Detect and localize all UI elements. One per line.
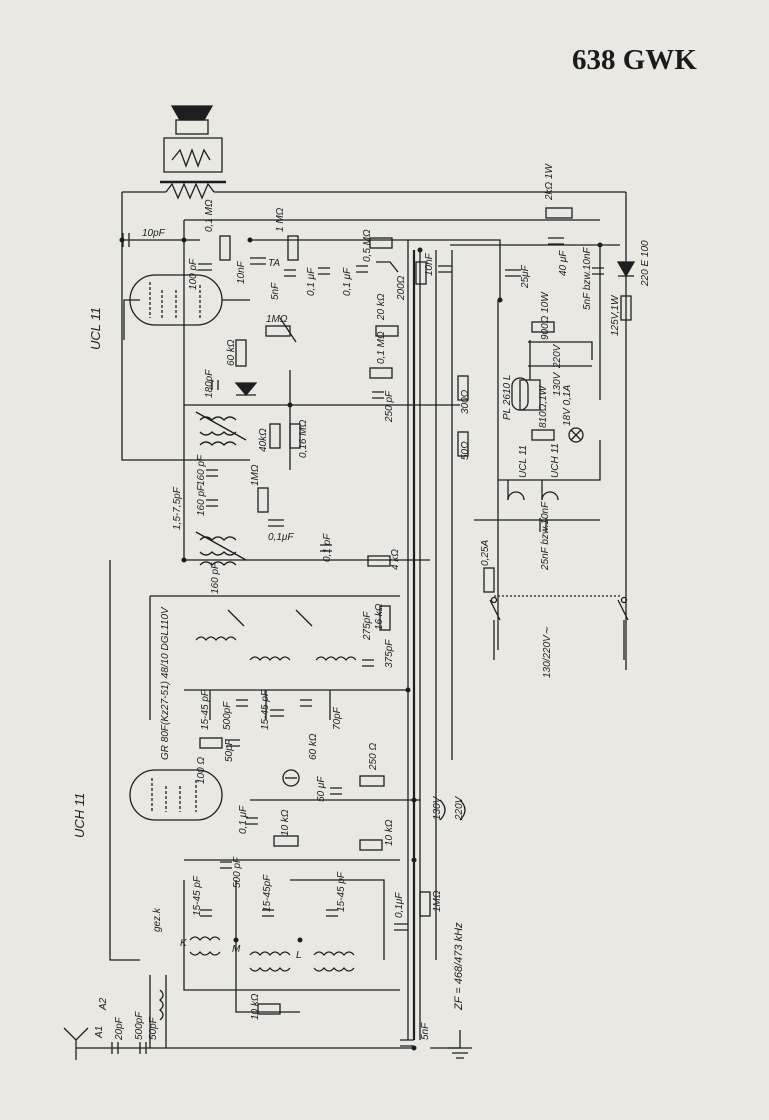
- label-c-275: 275pF: [362, 611, 373, 641]
- label-c-25nf: 25nF bzw.10nF: [540, 501, 551, 571]
- label-ucl11-heater: UCL 11: [518, 445, 529, 478]
- label-c-50-a: 50pF: [224, 738, 235, 762]
- label-rectifier: 220 E 100: [640, 240, 651, 287]
- label-c-160-a: 160 pF: [196, 454, 207, 486]
- label-c-5nf-10nf: 5nF bzw.10nF: [582, 246, 593, 310]
- label-r-10k-c: 10 kΩ: [250, 993, 261, 1020]
- label-uch11-heater: UCH 11: [550, 443, 561, 478]
- label-r-05m: 0,5 MΩ: [362, 229, 373, 262]
- label-gezk: gez.k: [152, 907, 163, 932]
- label-c-5nf-b: 5nF: [420, 1022, 431, 1040]
- label-r-40k: 40kΩ: [258, 428, 269, 452]
- label-lamp: 18V 0,1A: [562, 385, 573, 426]
- label-c-1545-e: 15-45 pF: [336, 871, 347, 912]
- label-v220-b: 220V: [454, 795, 465, 821]
- label-r-016m: 0,16 MΩ: [298, 419, 309, 458]
- label-r-50: 50Ω: [460, 441, 471, 460]
- label-c-01pf: 0,1 pF: [322, 533, 333, 562]
- label-ta: TA: [268, 258, 280, 269]
- label-band-l: L: [296, 950, 302, 961]
- label-c-01uf-a: 0,1 μF: [306, 267, 317, 296]
- antenna-icon: [63, 1027, 89, 1060]
- label-c-50uf: 50 μF: [316, 776, 327, 802]
- label-c-50-b: 50pF: [148, 1016, 159, 1040]
- label-r-60k-b: 60 kΩ: [308, 733, 319, 760]
- tuning-indicator-icon: [282, 769, 300, 787]
- label-rectifier-mixer: GR 80F(Kz27-51) 48/10 DGL110V: [160, 606, 171, 760]
- label-c-trim: 1,5-7,5pF: [172, 486, 183, 530]
- label-v130: 130V: [552, 371, 563, 396]
- label-c-40uf: 40 μF: [558, 250, 569, 276]
- label-r-10k-a: 10 kΩ: [280, 809, 291, 836]
- label-c-100pf: 100 pF: [188, 258, 199, 290]
- ground-icon: [448, 1030, 472, 1059]
- label-mains: 130/220V∼: [542, 626, 553, 678]
- label-c-1545-a: 15-45 pF: [200, 689, 211, 730]
- label-r-2k: 2kΩ 1W: [544, 162, 555, 201]
- label-band-m: M: [232, 944, 241, 955]
- label-c-01uf-osc: 0,1μF: [394, 892, 405, 918]
- label-r-01m: 0,1 MΩ: [204, 199, 215, 232]
- label-r-60k: 60 kΩ: [226, 339, 237, 366]
- label-r-200: 200Ω: [396, 275, 407, 301]
- label-c-160-b: 160 pF: [196, 484, 207, 516]
- label-c-1545-d: 15-45pF: [262, 874, 273, 912]
- label-c-70: 70pF: [332, 706, 343, 730]
- label-r-1m-vol: 1MΩ: [266, 314, 288, 325]
- label-band-k: K: [180, 938, 188, 949]
- label-r-1m-if: 1MΩ: [250, 464, 261, 486]
- label-c-500-b: 500 pF: [232, 856, 243, 888]
- label-c-01uf-b: 0,1 μF: [342, 267, 353, 296]
- label-c-10nf-b: 10nF: [424, 252, 435, 276]
- label-c-20pf: 20pF: [114, 1016, 125, 1041]
- if-transformer-2: [195, 411, 247, 446]
- label-c-5nf: 5nF: [270, 282, 281, 300]
- resistor-2k: [545, 207, 573, 219]
- tube-ucl11-symbol: [123, 274, 250, 340]
- label-v220: 220V: [552, 343, 563, 369]
- label-r-20k: 20 kΩ: [376, 293, 387, 321]
- label-fuse-125: 125V,1W: [610, 294, 621, 336]
- label-r-300: 300Ω: [460, 389, 471, 414]
- label-fuse-025: 0,25A: [480, 540, 491, 566]
- pilot-lamp-pl2610: [511, 377, 529, 411]
- label-pl2610: PL 2610 L: [502, 375, 513, 420]
- label-antenna-a1: A1: [94, 1026, 105, 1039]
- if-transformer-1: [195, 531, 247, 566]
- label-c-01uf-m: 0,1 μF: [238, 805, 249, 834]
- label-c-500-c: 500pF: [134, 1011, 145, 1040]
- label-antenna-a2: A2: [98, 997, 109, 1011]
- label-r-01m-mid: 0,1 MΩ: [376, 331, 387, 364]
- label-r-810: 810Ω,1W: [538, 384, 549, 428]
- model-title: 638 GWK: [572, 44, 697, 76]
- label-r-1m-osc: 1MΩ: [432, 890, 443, 912]
- label-v130-b: 130V: [432, 795, 443, 820]
- label-r-10k-b: 10 kΩ: [384, 819, 395, 846]
- label-r-16k: 16 kΩ: [374, 603, 385, 630]
- label-c-375: 375pF: [384, 639, 395, 668]
- label-c-1545-c: 15-45 pF: [192, 875, 203, 916]
- label-c-01uf-if: 0,1μF: [268, 532, 294, 543]
- label-c-250pf: 250 pF: [384, 390, 395, 423]
- dial-lamp-icon: [568, 427, 584, 443]
- label-r-250: 250 Ω: [368, 743, 379, 771]
- label-c-1545-b: 15-45 pF: [260, 689, 271, 730]
- label-r-100: 100 Ω: [196, 757, 207, 784]
- label-c-10nf-ta: 10nF: [236, 260, 247, 284]
- tube-uch11-symbol: [129, 769, 223, 821]
- rectifier-diode-icon: [616, 261, 636, 278]
- label-c-10pf: 10pF: [142, 228, 166, 239]
- fuse-025a: [483, 567, 495, 593]
- label-c-160-c: 160 pF: [210, 562, 221, 594]
- label-r-4k: 4 kΩ: [390, 549, 401, 570]
- label-c-25uf: 25μF: [520, 264, 531, 289]
- label-if-frequency: ZF = 468/473 kHz: [453, 922, 465, 1011]
- label-r-1m: 1 MΩ: [275, 207, 286, 232]
- label-c-500-a: 500pF: [222, 701, 233, 730]
- label-r-900: 900Ω 10W: [540, 291, 551, 340]
- speaker-icon: [160, 105, 226, 200]
- label-c-180pf: 180pF: [204, 369, 215, 398]
